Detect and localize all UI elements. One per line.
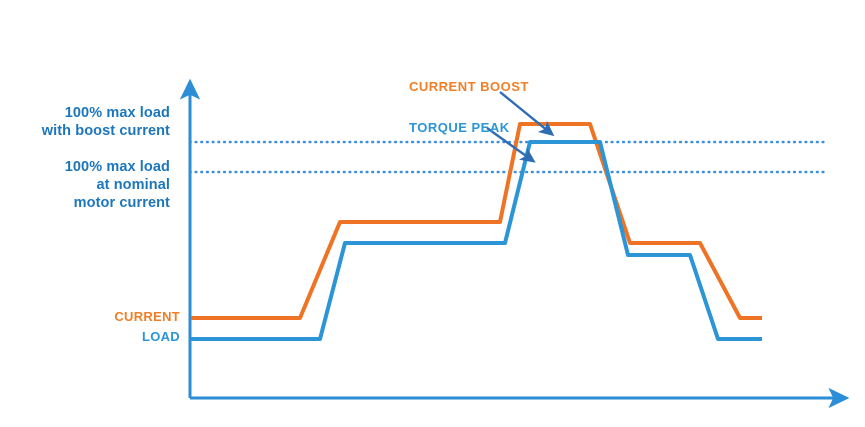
annotation-arrow-torque-peak — [486, 127, 536, 163]
series-label-current: CURRENT — [114, 309, 180, 324]
annotation-label-current-boost: CURRENT BOOST — [409, 79, 529, 94]
annotation-label-torque-peak: TORQUE PEAK — [409, 120, 510, 135]
annotation-arrow-current-boost — [499, 91, 555, 137]
threshold-label-nominal-line1: 100% max load — [64, 159, 170, 175]
series-label-load: LOAD — [141, 329, 180, 344]
series-line-load — [191, 140, 762, 341]
threshold-label-boost-line2: with boost current — [41, 123, 170, 139]
threshold-label-nominal-line3: motor current — [73, 195, 170, 211]
threshold-label-boost-line1: 100% max load — [64, 105, 170, 121]
threshold-label-nominal: 100% max load at nominal motor current — [0, 158, 170, 212]
threshold-label-boost: 100% max load with boost current — [0, 104, 170, 140]
series-line-current — [191, 122, 762, 320]
threshold-label-nominal-line2: at nominal — [96, 177, 170, 193]
